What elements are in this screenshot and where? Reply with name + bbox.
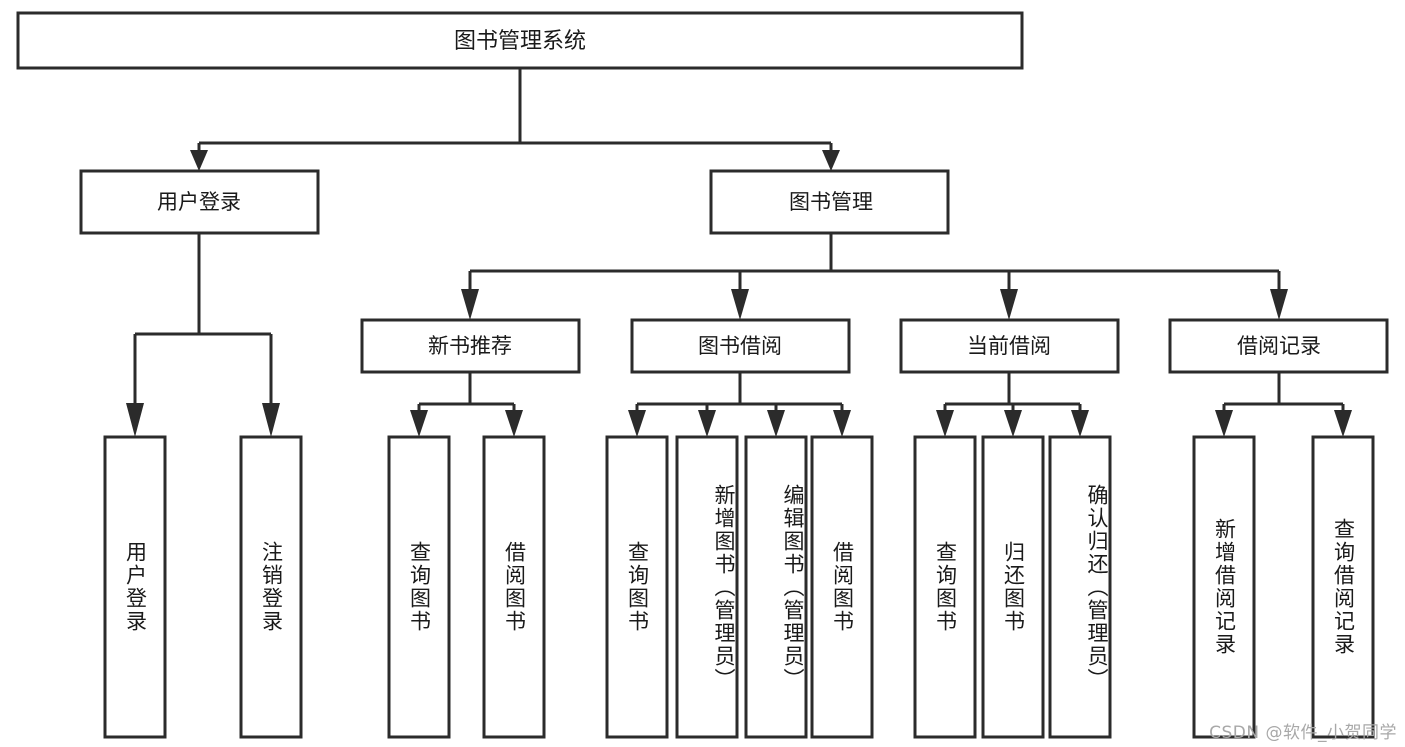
node-book-manage-box[interactable] xyxy=(709,169,950,235)
arrow-head-leaf-user-login xyxy=(126,403,144,437)
arrow-head-nb-leaf1 xyxy=(410,410,428,437)
arrow-head-book-manage xyxy=(822,150,840,171)
arrow-head-new-book xyxy=(461,289,479,320)
node-book-manage-label: 图书管理 xyxy=(789,190,873,214)
connector-group-user-login-leaves xyxy=(126,233,280,437)
leaf-boxes-new-book xyxy=(387,435,546,739)
arrow-head-cb-leaf3 xyxy=(1071,410,1089,437)
node-borrow-record-label: 借阅记录 xyxy=(1237,334,1321,358)
connector-group-new-book-leaves xyxy=(410,372,523,437)
arrow-head-br-leaf1 xyxy=(1215,410,1233,437)
leaf-box-cb-query[interactable] xyxy=(913,435,977,739)
leaf-boxes-current-borrow xyxy=(913,435,1112,739)
node-borrow-record[interactable]: 借阅记录 xyxy=(1168,318,1389,374)
leaf-box-nb-borrow[interactable] xyxy=(482,435,546,739)
connector-group-borrow-record-leaves xyxy=(1215,372,1352,437)
leaf-box-bb-edit[interactable] xyxy=(744,435,808,739)
leaf-boxes-borrow-record xyxy=(1192,435,1375,739)
leaf-box-br-add[interactable] xyxy=(1192,435,1256,739)
leaf-boxes-user-login xyxy=(103,435,303,739)
node-root[interactable]: 图书管理系统 xyxy=(16,11,1024,70)
arrow-head-borrow-record xyxy=(1270,289,1288,320)
node-user-login-label: 用户登录 xyxy=(157,190,241,214)
leaf-box-bb-borrow[interactable] xyxy=(810,435,874,739)
node-current-borrow-label: 当前借阅 xyxy=(967,334,1051,358)
node-book-borrow-box[interactable] xyxy=(630,318,851,374)
arrow-head-leaf-logout xyxy=(262,403,280,437)
node-book-manage[interactable]: 图书管理 xyxy=(709,169,950,235)
csdn-watermark: CSDN @软件_小贺同学 xyxy=(1209,723,1397,743)
node-new-book-box[interactable] xyxy=(360,318,581,374)
leaf-box-bb-query[interactable] xyxy=(605,435,669,739)
node-current-borrow[interactable]: 当前借阅 xyxy=(899,318,1120,374)
arrow-head-bb-leaf4 xyxy=(833,410,851,437)
arrow-head-book-borrow xyxy=(731,289,749,320)
leaf-box-user-login[interactable] xyxy=(103,435,167,739)
connector-group-root-to-level2 xyxy=(190,68,840,171)
arrow-head-user-login xyxy=(190,150,208,171)
leaf-box-logout[interactable] xyxy=(239,435,303,739)
arrow-head-cb-leaf2 xyxy=(1004,410,1022,437)
node-user-login[interactable]: 用户登录 xyxy=(79,169,320,235)
leaf-box-bb-add[interactable] xyxy=(675,435,739,739)
node-book-borrow[interactable]: 图书借阅 xyxy=(630,318,851,374)
node-current-borrow-box[interactable] xyxy=(899,318,1120,374)
node-root-box[interactable] xyxy=(16,11,1024,70)
node-new-book-recommend[interactable]: 新书推荐 xyxy=(360,318,581,374)
node-new-book-label: 新书推荐 xyxy=(428,334,512,358)
arrow-head-bb-leaf2 xyxy=(698,410,716,437)
leaf-boxes-book-borrow xyxy=(605,435,874,739)
node-borrow-record-box[interactable] xyxy=(1168,318,1389,374)
connector-group-current-borrow-leaves xyxy=(936,372,1089,437)
arrow-head-bb-leaf1 xyxy=(628,410,646,437)
node-user-login-box[interactable] xyxy=(79,169,320,235)
leaf-box-br-query[interactable] xyxy=(1311,435,1375,739)
arrow-head-cb-leaf1 xyxy=(936,410,954,437)
connector-group-book-borrow-leaves xyxy=(628,372,851,437)
arrow-head-br-leaf2 xyxy=(1334,410,1352,437)
node-root-label: 图书管理系统 xyxy=(454,29,586,54)
leaf-box-cb-confirm[interactable] xyxy=(1048,435,1112,739)
arrow-head-nb-leaf2 xyxy=(505,410,523,437)
leaf-box-nb-query[interactable] xyxy=(387,435,451,739)
arrow-head-bb-leaf3 xyxy=(767,410,785,437)
arrow-head-current-borrow xyxy=(1000,289,1018,320)
leaf-box-cb-return[interactable] xyxy=(981,435,1045,739)
connector-group-booklmanage-to-level3 xyxy=(461,233,1288,320)
node-book-borrow-label: 图书借阅 xyxy=(698,334,782,358)
